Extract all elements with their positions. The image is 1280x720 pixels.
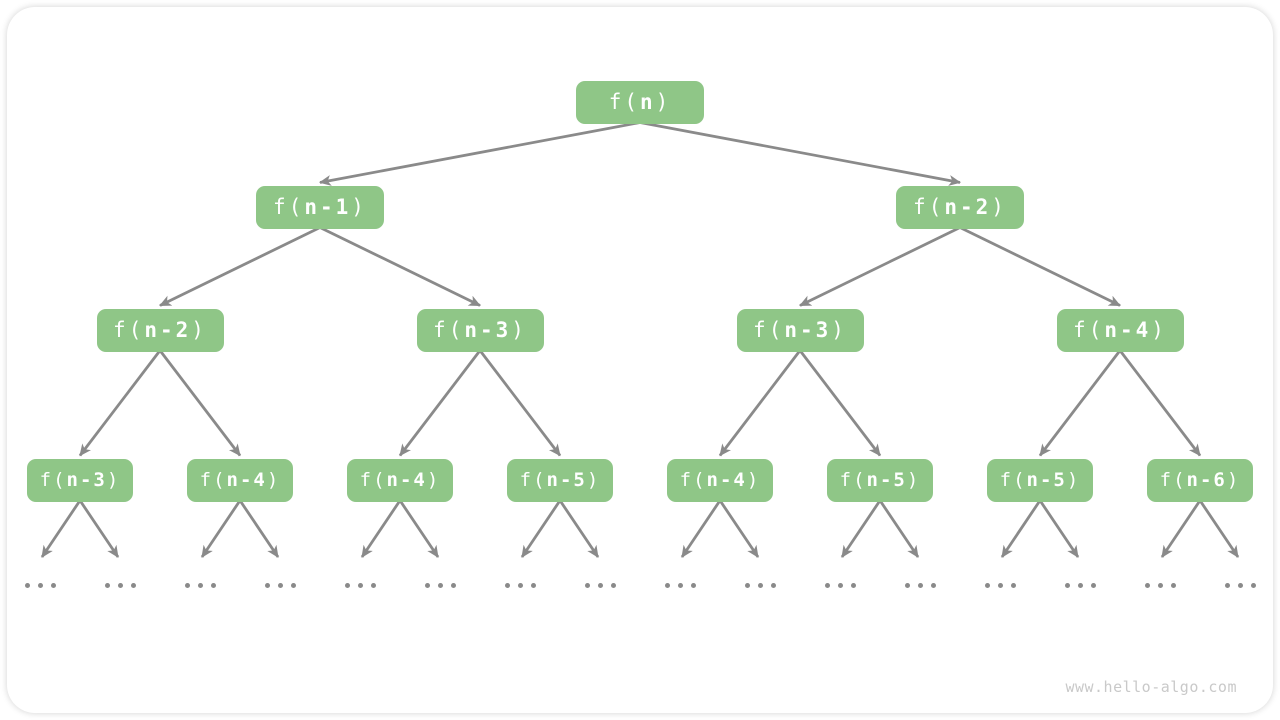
ellipsis <box>424 583 456 588</box>
arrow <box>319 226 481 307</box>
ellipsis <box>904 583 936 588</box>
ellipsis <box>584 583 616 588</box>
arrow <box>1000 499 1042 558</box>
arrow <box>319 121 641 186</box>
tree-node: f(n-6) <box>1147 458 1253 502</box>
tree-node: f(n-3) <box>416 308 544 352</box>
ellipsis <box>504 583 536 588</box>
arrow <box>1038 349 1122 457</box>
ellipsis <box>664 583 696 588</box>
arrow <box>799 226 961 307</box>
arrow <box>238 499 280 558</box>
tree-node: f(n-3) <box>27 458 133 502</box>
ellipsis <box>824 583 856 588</box>
arrow <box>718 499 760 558</box>
arrow <box>398 499 440 558</box>
arrow <box>78 499 120 558</box>
tree-node: f(n-3) <box>736 308 864 352</box>
arrow <box>1198 499 1240 558</box>
ellipsis <box>1064 583 1096 588</box>
arrow <box>40 499 82 558</box>
tree-node: f(n-1) <box>256 185 384 229</box>
arrow <box>158 349 242 457</box>
arrow <box>840 499 882 558</box>
arrow <box>360 499 402 558</box>
arrow <box>878 499 920 558</box>
arrow <box>159 226 321 307</box>
ellipsis <box>24 583 56 588</box>
tree-node: f(n-5) <box>507 458 613 502</box>
ellipsis <box>344 583 376 588</box>
arrow <box>798 349 882 457</box>
arrow <box>398 349 482 457</box>
tree-node: f(n-2) <box>96 308 224 352</box>
arrow <box>718 349 802 457</box>
tree-node: f(n-4) <box>187 458 293 502</box>
arrow <box>1038 499 1080 558</box>
ellipsis <box>744 583 776 588</box>
arrow <box>78 349 162 457</box>
arrow <box>200 499 242 558</box>
arrow <box>1118 349 1202 457</box>
arrow <box>520 499 562 558</box>
tree-node: f(n) <box>576 80 704 124</box>
tree-node: f(n-2) <box>896 185 1024 229</box>
arrow <box>1160 499 1202 558</box>
arrow <box>639 121 961 186</box>
ellipsis <box>1144 583 1176 588</box>
tree-node: f(n-4) <box>347 458 453 502</box>
ellipsis <box>984 583 1016 588</box>
arrow <box>558 499 600 558</box>
arrow <box>680 499 722 558</box>
tree-node: f(n-4) <box>667 458 773 502</box>
ellipsis <box>104 583 136 588</box>
ellipsis <box>1224 583 1256 588</box>
tree-node: f(n-5) <box>827 458 933 502</box>
arrow <box>478 349 562 457</box>
tree-node: f(n-4) <box>1056 308 1184 352</box>
ellipsis <box>184 583 216 588</box>
ellipsis <box>264 583 296 588</box>
tree-node: f(n-5) <box>987 458 1093 502</box>
arrow <box>959 226 1121 307</box>
watermark: www.hello-algo.com <box>1065 678 1237 696</box>
diagram-card <box>7 7 1273 713</box>
